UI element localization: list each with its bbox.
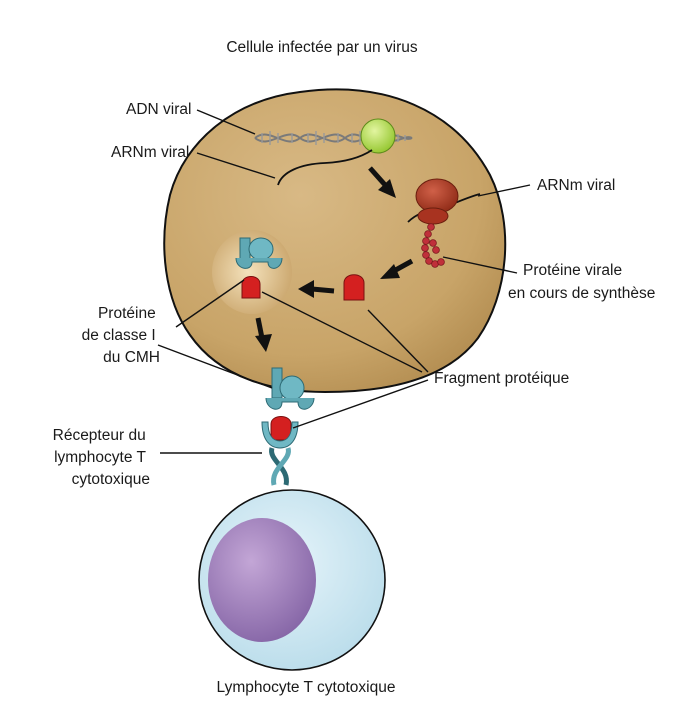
leader-fragment-vesicle	[261, 291, 423, 373]
leader-viral-mrna-left	[196, 152, 276, 179]
infected-cell-body	[163, 88, 507, 394]
viral-mrna-right-label: ARNm viral	[537, 177, 615, 194]
viral-dna-label: ADN viral	[126, 101, 191, 118]
infected-cell-label: Cellule infectée par un virus	[226, 39, 418, 56]
viral-protein-label: Protéine virale en cours de synthèse	[508, 262, 655, 302]
viral-mrna-strand-left	[277, 149, 373, 186]
mhc-on-membrane	[265, 367, 315, 441]
arrow-dna-to-ribosome	[368, 166, 396, 198]
protein-fragment-in-mhc	[241, 276, 261, 299]
viral-mrna-left-label: ARNm viral	[111, 144, 189, 161]
ribosome	[415, 178, 459, 225]
leader-viral-dna	[196, 109, 256, 135]
leader-mhc-vesicle	[175, 279, 245, 328]
tcell-label: Lymphocyte T cytotoxique	[217, 679, 396, 696]
nascent-protein-chain	[421, 223, 445, 268]
virus-head	[360, 118, 396, 154]
leader-fragment-free	[367, 309, 429, 373]
leader-viral-protein	[442, 256, 518, 274]
leader-fragment-presented	[292, 379, 429, 429]
protein-fragment-label: Fragment protéique	[434, 370, 569, 387]
tcell-receptor	[261, 421, 299, 486]
arrow-vesicle-to-membrane	[255, 317, 272, 352]
leader-mhc-membrane	[157, 344, 273, 389]
protein-fragment-free	[343, 274, 365, 301]
tcell-receptor-label: Récepteur du lymphocyte T cytotoxique	[53, 427, 150, 488]
leader-viral-mrna-right	[477, 184, 531, 197]
mhc-protein-label: Protéine de classe I du CMH	[82, 305, 160, 366]
mhc-in-vesicle	[235, 237, 283, 299]
arrow-protein-to-fragment	[380, 258, 414, 279]
arrow-fragment-to-vesicle	[298, 280, 335, 298]
tcell-nucleus	[208, 518, 316, 642]
protein-fragment-presented	[270, 416, 292, 441]
